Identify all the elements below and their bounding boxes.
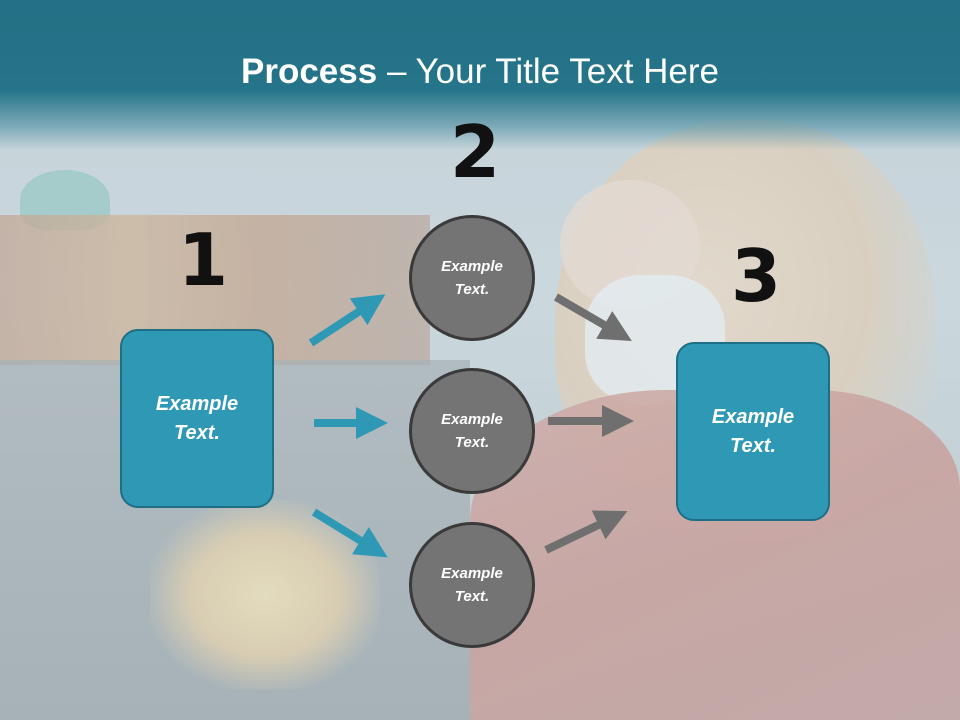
- circle-middle-line2: Text.: [454, 434, 490, 451]
- title-separator: –: [377, 52, 416, 91]
- slide-title[interactable]: Process – Your Title Text Here: [0, 52, 960, 92]
- title-bold: Process: [241, 52, 378, 91]
- right-process-box[interactable]: Example Text.: [676, 342, 830, 521]
- step-number-2: 2: [450, 110, 501, 194]
- circle-top-line1: Example: [441, 258, 503, 275]
- arrow-to-circle-bottom: [311, 508, 388, 558]
- arrow-from-circle-top: [553, 293, 632, 342]
- arrow-to-circle-top: [308, 294, 386, 347]
- left-box-line2: Text.: [174, 421, 220, 444]
- circle-top-line2: Text.: [454, 281, 490, 298]
- right-box-line1: Example: [711, 405, 795, 428]
- title-banner: [0, 0, 960, 150]
- circle-bottom-line1: Example: [441, 565, 503, 582]
- left-process-box[interactable]: Example Text.: [120, 329, 274, 508]
- arrow-from-circle-bottom: [544, 510, 628, 554]
- circle-bottom-line2: Text.: [454, 588, 490, 605]
- process-circle-middle[interactable]: Example Text.: [409, 368, 535, 494]
- circle-middle-line1: Example: [441, 411, 503, 428]
- right-box-line2: Text.: [730, 434, 776, 457]
- step-number-1: 1: [178, 218, 229, 302]
- process-circle-top[interactable]: Example Text.: [409, 215, 535, 341]
- title-rest: Your Title Text Here: [415, 52, 720, 91]
- step-number-3: 3: [731, 234, 782, 318]
- process-circle-bottom[interactable]: Example Text.: [409, 522, 535, 648]
- left-box-line1: Example: [155, 392, 239, 415]
